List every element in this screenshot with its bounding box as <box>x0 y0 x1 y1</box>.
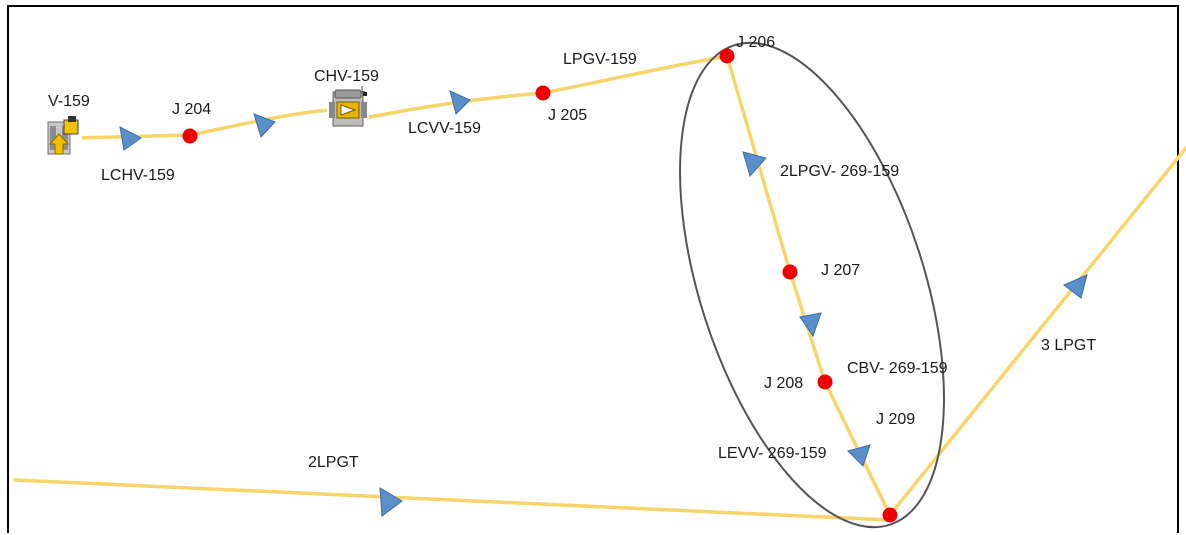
flow-arrow-j204-chv159 <box>253 113 276 138</box>
diagram-frame <box>7 5 1179 533</box>
valve-icon[interactable] <box>46 116 82 158</box>
label-lchv-159: LCHV-159 <box>101 167 175 184</box>
flow-arrow-lcvv-159 <box>449 90 471 115</box>
junction-j205[interactable] <box>535 85 551 101</box>
labels: V-159 LCHV-159 J 204 CHV-159 LCVV-159 J … <box>48 34 1096 471</box>
label-cbv-269-159: CBV- 269-159 <box>847 360 948 377</box>
pipe-2lpgt[interactable] <box>13 478 892 522</box>
selection-ellipse <box>679 41 945 529</box>
flow-arrow-levv <box>847 444 871 467</box>
label-j-208: J 208 <box>764 375 803 392</box>
pipe-lcvv-159[interactable] <box>363 91 545 120</box>
label-lpgv-159: LPGV-159 <box>563 51 637 68</box>
junction-j206[interactable] <box>719 48 735 64</box>
label-v-159: V-159 <box>48 93 90 110</box>
label-j-207: J 207 <box>821 262 860 279</box>
check-valve-icon[interactable]: L <box>327 85 369 130</box>
label-2lpgt: 2LPGT <box>308 454 359 471</box>
pipe-lpgv-159[interactable] <box>541 54 729 95</box>
junction-j204[interactable] <box>182 128 198 144</box>
flow-arrow-2lpgt <box>379 487 403 517</box>
pipes <box>13 54 1186 522</box>
pipe-3lpgt[interactable] <box>888 146 1186 517</box>
label-2lpgv-269-159: 2LPGV- 269-159 <box>780 163 899 180</box>
flow-arrow-lchv-159 <box>119 126 142 151</box>
label-3-lpgt: 3 LPGT <box>1041 337 1096 354</box>
label-j-205: J 205 <box>548 107 587 124</box>
junction-j208[interactable] <box>817 374 833 390</box>
svg-text:L: L <box>361 85 366 94</box>
label-levv-269-159: LEVV- 269-159 <box>718 445 827 462</box>
flow-arrows <box>119 90 1088 517</box>
label-j-204: J 204 <box>172 101 211 118</box>
junction-j209[interactable] <box>882 507 898 523</box>
label-lcvv-159: LCVV-159 <box>408 120 481 137</box>
flow-arrow-3lpgt <box>1063 274 1088 299</box>
label-chv-159: CHV-159 <box>314 68 379 85</box>
label-j-209: J 209 <box>876 411 915 428</box>
junction-j207[interactable] <box>782 264 798 280</box>
junctions <box>182 48 898 523</box>
label-j-206: J 206 <box>736 34 775 51</box>
flow-arrow-cbv <box>799 312 822 338</box>
flow-arrow-2lpgv <box>742 151 767 178</box>
